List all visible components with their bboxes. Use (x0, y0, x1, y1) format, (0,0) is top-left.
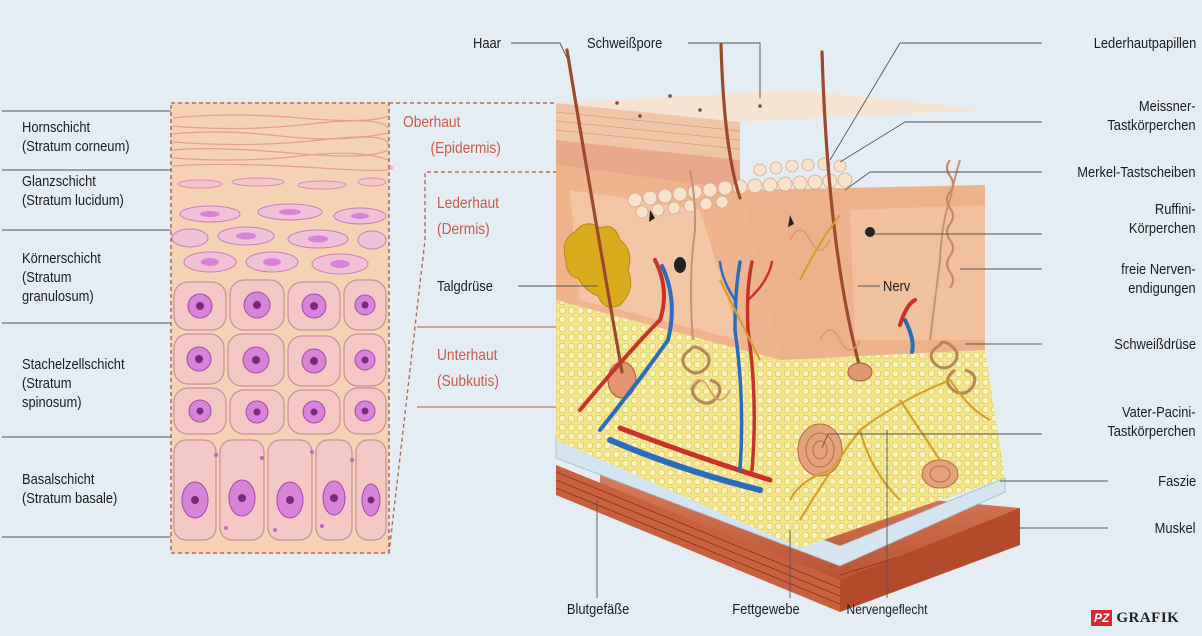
logo-text: GRAFIK (1116, 610, 1179, 627)
label-stratum-corneum: Hornschicht(Stratum corneum) (22, 118, 130, 156)
label-fat-tissue: Fettgewebe (726, 600, 807, 619)
logo-badge: PZ (1091, 610, 1112, 626)
label-pacinian-corpuscles: Vater-Pacini-Tastkörperchen (1108, 403, 1196, 441)
epidermis-cell-layers-panel (171, 103, 392, 553)
label-merkel-discs: Merkel-Tastscheiben (1078, 163, 1196, 182)
label-fascia: Faszie (1158, 472, 1196, 491)
label-dermal-papillae: Lederhautpapillen (1093, 34, 1196, 53)
label-stratum-basale: Basalschicht(Stratum basale) (22, 470, 117, 508)
pz-grafik-logo: PZ GRAFIK (1091, 609, 1179, 627)
zoom-connector-lines (389, 103, 560, 553)
label-dermis: Lederhaut (Dermis) (437, 191, 499, 243)
label-muscle: Muskel (1155, 519, 1196, 538)
label-free-nerve-endings: freie Nerven-endigungen (1121, 260, 1196, 298)
label-blood-vessels: Blutgefäße (567, 600, 627, 619)
skin-block (556, 45, 1020, 612)
label-subcutis: Unterhaut (Subkutis) (437, 343, 499, 395)
label-sweat-gland: Schweißdrüse (1114, 335, 1196, 354)
label-hair: Haar (473, 34, 501, 53)
label-sweat-pore: Schweißpore (587, 34, 662, 53)
label-stratum-lucidum: Glanzschicht(Stratum lucidum) (22, 172, 124, 210)
label-nerve: Nerv (883, 277, 910, 296)
label-nerve-plexus: Nervengeflecht (836, 600, 937, 619)
label-meissner-corpuscles: Meissner-Tastkörperchen (1108, 97, 1196, 135)
label-epidermis: Oberhaut (Epidermis) (403, 110, 501, 162)
label-sebaceous-gland: Talgdrüse (437, 277, 493, 296)
label-ruffini-corpuscles: Ruffini-Körperchen (1129, 200, 1196, 238)
